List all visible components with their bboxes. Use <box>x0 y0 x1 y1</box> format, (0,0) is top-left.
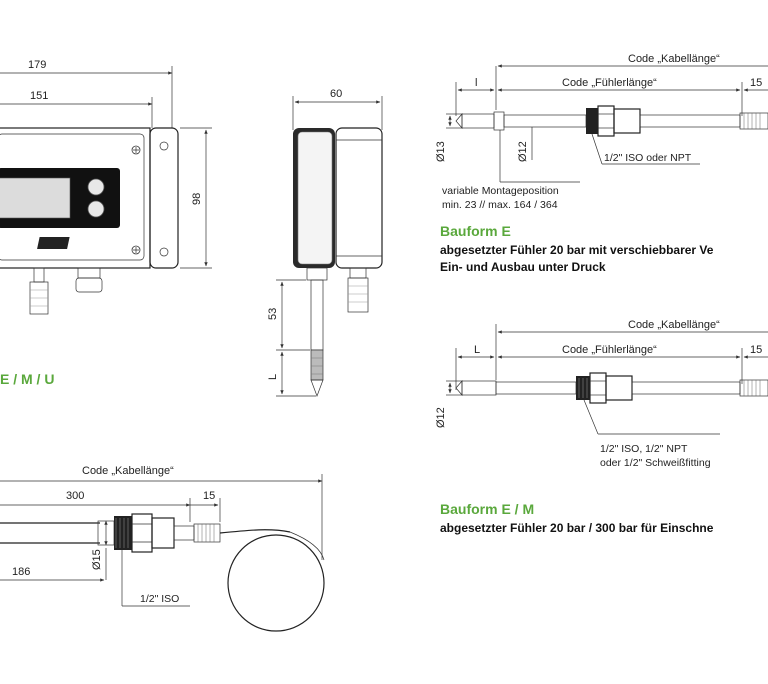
bauform-em-thread-1: 1/2" ISO, 1/2" NPT <box>600 443 688 455</box>
bauform-em-L: L <box>474 344 480 356</box>
bauform-e-l: l <box>475 77 477 89</box>
bauform-em-title: Bauform E / M <box>440 501 534 517</box>
bauform-e-diam13: Ø13 <box>435 141 447 162</box>
bauform-em-desc: abgesetzter Fühler 20 bar / 300 bar für … <box>440 521 714 535</box>
bauform-em-thread-2: oder 1/2" Schweißfitting <box>600 457 711 469</box>
housing-side-view: 60 53 L <box>267 88 383 397</box>
ee-logo: E+E <box>98 239 118 250</box>
bauform-em-drawing: Code „Kabellänge“ L Code „Fühlerlänge“ 1… <box>435 319 768 469</box>
dim-53: 53 <box>267 308 279 320</box>
variant-label-e-m-u: E / M / U <box>0 371 54 387</box>
bauform-e-desc-2: Ein- und Ausbau unter Druck <box>440 260 606 274</box>
bauform-e-montage-1: variable Montageposition <box>442 185 559 197</box>
bauform-em-diam12: Ø12 <box>435 407 447 428</box>
dim-15-cable: 15 <box>203 490 215 502</box>
bauform-e-diam12: Ø12 <box>517 141 529 162</box>
dim-186: 186 <box>12 566 30 578</box>
cable-drawing: Code „Kabellänge“ 300 15 Ø15 186 1/2 <box>0 465 325 632</box>
housing-front-view: 179 151 98 E+E <box>0 59 212 315</box>
dim-179: 179 <box>28 59 46 71</box>
bauform-e-drawing: Code „Kabellänge“ l Code „Fühlerlänge“ 1… <box>435 53 768 211</box>
dim-diam15: Ø15 <box>91 549 103 570</box>
dim-60: 60 <box>330 88 342 100</box>
bauform-e-desc-1: abgesetzter Fühler 20 bar mit verschiebb… <box>440 243 714 257</box>
bauform-e-title: Bauform E <box>440 223 511 239</box>
bauform-em-code-cable: Code „Kabellänge“ <box>628 319 720 331</box>
bauform-e-montage-2: min. 23 // max. 164 / 364 <box>442 199 558 211</box>
cable-thread-label: 1/2" ISO <box>140 593 179 605</box>
bauform-e-15: 15 <box>750 77 762 89</box>
bauform-e-code-cable: Code „Kabellänge“ <box>628 53 720 65</box>
dim-98: 98 <box>191 193 203 205</box>
dim-L-side: L <box>267 374 279 380</box>
cable-code-label: Code „Kabellänge“ <box>82 465 174 477</box>
bauform-e-code-probe: Code „Fühlerlänge“ <box>562 77 657 89</box>
bauform-em-15: 15 <box>750 344 762 356</box>
bauform-em-code-probe: Code „Fühlerlänge“ <box>562 344 657 356</box>
dim-151: 151 <box>30 90 48 102</box>
dim-300: 300 <box>66 490 84 502</box>
bauform-e-thread: 1/2" ISO oder NPT <box>604 152 692 164</box>
